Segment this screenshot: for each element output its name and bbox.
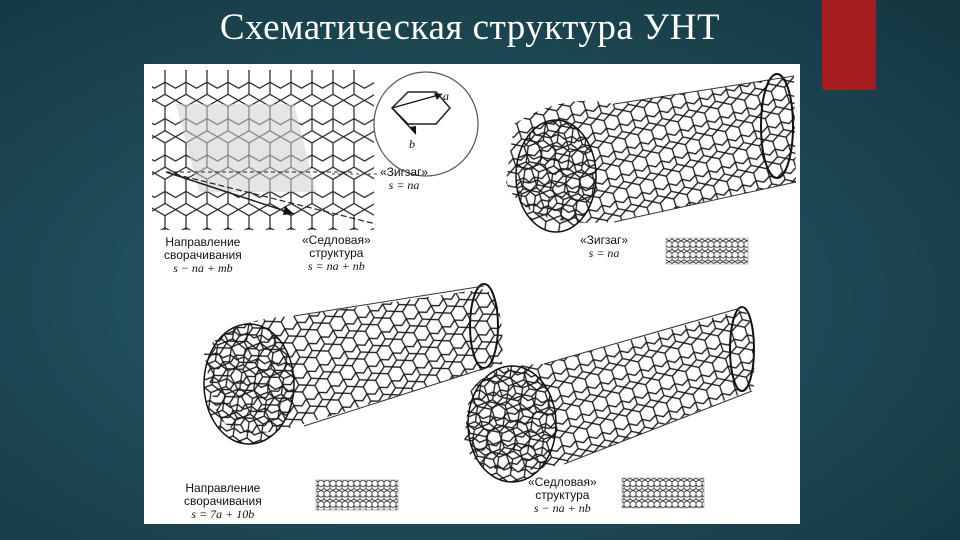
armchair-nanotube (464, 307, 754, 482)
armchair-inset-formula: s = na + nb (302, 260, 371, 273)
accent-bar (822, 0, 876, 90)
figure-drawing (144, 64, 800, 524)
zigzag-inset-formula: s = na (380, 179, 428, 192)
slide-title: Схематическая структура УНТ (0, 6, 940, 49)
chiral-tube-formula: s = 7a + 10b (184, 508, 262, 521)
zigzag-tube-formula: s = na (580, 247, 628, 260)
zigzag-pattern-swatch (666, 238, 748, 264)
vector-a-label: a (443, 89, 449, 103)
chiral-nanotube (204, 284, 503, 444)
armchair-pattern-swatch (622, 478, 704, 508)
chiral-pattern-swatch (316, 480, 398, 510)
chiral-direction-formula: s − na + mb (164, 262, 242, 275)
graphene-sheet (152, 70, 376, 230)
vector-b-label: b (409, 137, 415, 151)
zigzag-nanotube (506, 74, 796, 232)
armchair-tube-formula: s − na + nb (528, 502, 597, 515)
cnt-figure: a b «Зигзаг» s = na Направление сворачив… (144, 64, 800, 524)
